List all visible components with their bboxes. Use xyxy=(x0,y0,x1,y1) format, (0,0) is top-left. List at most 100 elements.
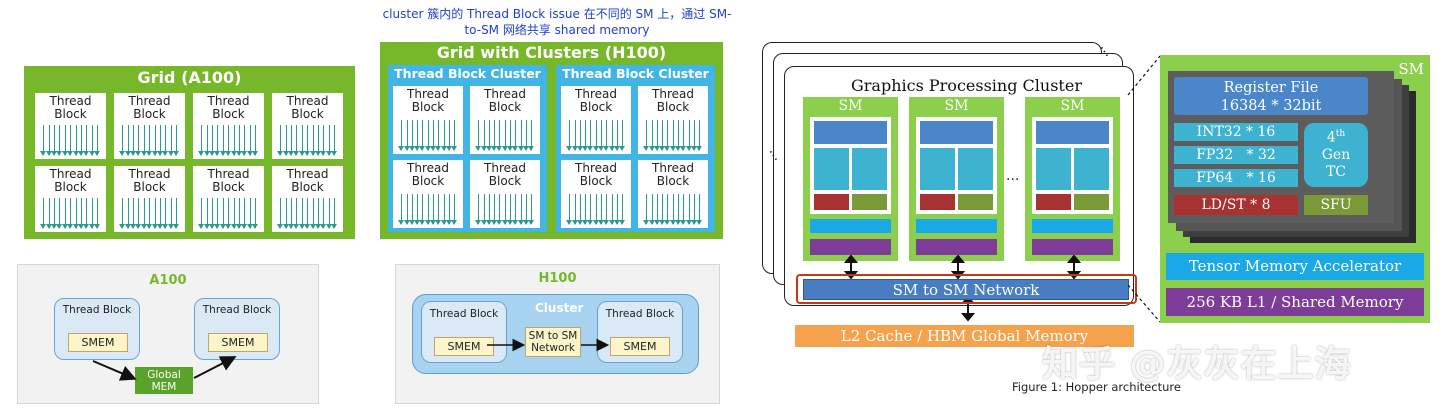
thread-arrow xyxy=(124,198,131,229)
thread-arrow xyxy=(587,194,594,225)
smem-box: SMEM xyxy=(68,333,128,352)
ldst-mini xyxy=(814,194,849,210)
sfu-mini xyxy=(852,194,887,210)
cuda-core-mini-1 xyxy=(920,148,955,190)
thread-arrow xyxy=(648,194,655,225)
thread-arrow xyxy=(61,125,68,156)
thread-arrow xyxy=(603,120,610,151)
tc-gen-suffix: th xyxy=(1335,129,1346,139)
thread-block: Thread Block xyxy=(272,166,343,232)
thread-arrow xyxy=(528,194,535,225)
thread-arrow xyxy=(528,120,535,151)
h100-grid-panel: Grid with Clusters (H100) Thread Block C… xyxy=(380,42,723,239)
thread-arrow xyxy=(241,125,248,156)
thread-arrow xyxy=(475,194,482,225)
h100-smem-diagram: H100 Cluster Thread Block SMEM SM to SM … xyxy=(395,264,720,404)
shared-memory-mini xyxy=(1032,239,1113,255)
thread-arrow xyxy=(40,198,47,229)
thread-arrow xyxy=(435,120,442,151)
thread-arrow xyxy=(571,120,578,151)
thread-arrow xyxy=(429,120,436,151)
register-file-mini xyxy=(1036,121,1109,144)
thread-arrow xyxy=(225,125,232,156)
h100-thread-block-1: Thread Block SMEM xyxy=(421,301,507,363)
thread-arrows xyxy=(119,125,179,156)
thread-block-label: Thread Block xyxy=(484,87,526,114)
thread-arrows xyxy=(398,194,458,225)
thread-arrow xyxy=(146,125,153,156)
thread-block: Thread Block xyxy=(638,86,708,154)
thread-arrow xyxy=(93,125,100,156)
thread-arrow xyxy=(304,198,311,229)
thread-arrow xyxy=(403,194,410,225)
cuda-core-mini-1 xyxy=(1036,148,1071,190)
thread-arrow xyxy=(506,120,513,151)
sm-detail-title: SM xyxy=(1398,60,1424,78)
shared-memory-mini xyxy=(810,239,891,255)
thread-arrows xyxy=(40,125,100,156)
thread-arrow xyxy=(424,120,431,151)
cuda-core-mini-2 xyxy=(852,148,887,190)
tma-mini xyxy=(916,219,997,233)
thread-arrow xyxy=(140,125,147,156)
thread-arrow xyxy=(156,125,163,156)
thread-arrow xyxy=(659,120,666,151)
thread-arrow xyxy=(198,198,205,229)
a100-thread-block-2: Thread Block SMEM xyxy=(194,298,280,360)
sm-label: SM xyxy=(944,98,969,114)
thread-arrow xyxy=(135,125,142,156)
thread-arrow xyxy=(51,198,58,229)
thread-arrow xyxy=(608,120,615,151)
thread-arrow xyxy=(648,120,655,151)
thread-arrow xyxy=(314,198,321,229)
thread-arrow xyxy=(45,125,52,156)
thread-arrow xyxy=(293,198,300,229)
thread-arrow xyxy=(480,194,487,225)
sm-to-sm-network-box: SM to SM Network xyxy=(525,327,581,357)
thread-arrow xyxy=(298,198,305,229)
thread-block-label: Thread Block xyxy=(62,304,132,316)
thread-arrow xyxy=(320,125,327,156)
thread-arrow xyxy=(576,194,583,225)
thread-arrow xyxy=(61,198,68,229)
tma-mini xyxy=(1032,219,1113,233)
a100-smem-diagram: A100 Thread Block SMEM Thread Block SMEM… xyxy=(17,264,319,404)
thread-arrow xyxy=(451,120,458,151)
thread-block: Thread Block xyxy=(193,166,264,232)
thread-arrow xyxy=(429,194,436,225)
thread-arrow xyxy=(219,198,226,229)
sm-detail-connectors xyxy=(1127,55,1161,323)
thread-block: Thread Block xyxy=(393,86,463,154)
thread-arrow xyxy=(325,125,332,156)
thread-arrow xyxy=(408,120,415,151)
l2-cache-bar: L2 Cache / HBM Global Memory xyxy=(795,325,1134,347)
sm-core-area xyxy=(810,117,891,214)
thread-arrow xyxy=(288,198,295,229)
thread-arrow xyxy=(419,194,426,225)
thread-arrows xyxy=(566,120,626,151)
thread-arrow xyxy=(309,198,316,229)
thread-arrow xyxy=(424,194,431,225)
thread-arrow xyxy=(440,194,447,225)
ldst-mini xyxy=(1036,194,1071,210)
thread-arrow xyxy=(235,198,242,229)
sm-label: SM xyxy=(838,98,863,114)
thread-arrow xyxy=(587,120,594,151)
thread-block: Thread Block xyxy=(114,93,185,159)
thread-arrow xyxy=(282,125,289,156)
thread-arrow xyxy=(119,198,126,229)
l1-shared-memory-bar: 256 KB L1 / Shared Memory xyxy=(1166,288,1424,316)
ldst-block: LD/ST * 8 xyxy=(1174,195,1298,215)
thread-block-label: Thread Block xyxy=(286,94,329,121)
thread-arrow xyxy=(582,120,589,151)
sm-unit: SM xyxy=(909,97,1004,261)
thread-arrow xyxy=(592,194,599,225)
thread-arrow xyxy=(696,120,703,151)
tc-gen-label: Gen TC xyxy=(1321,146,1351,180)
thread-arrow xyxy=(685,120,692,151)
thread-block: Thread Block xyxy=(193,93,264,159)
cluster-title: Thread Block Cluster xyxy=(562,66,709,81)
sfu-block: SFU xyxy=(1304,195,1368,215)
sfu-mini xyxy=(958,194,993,210)
